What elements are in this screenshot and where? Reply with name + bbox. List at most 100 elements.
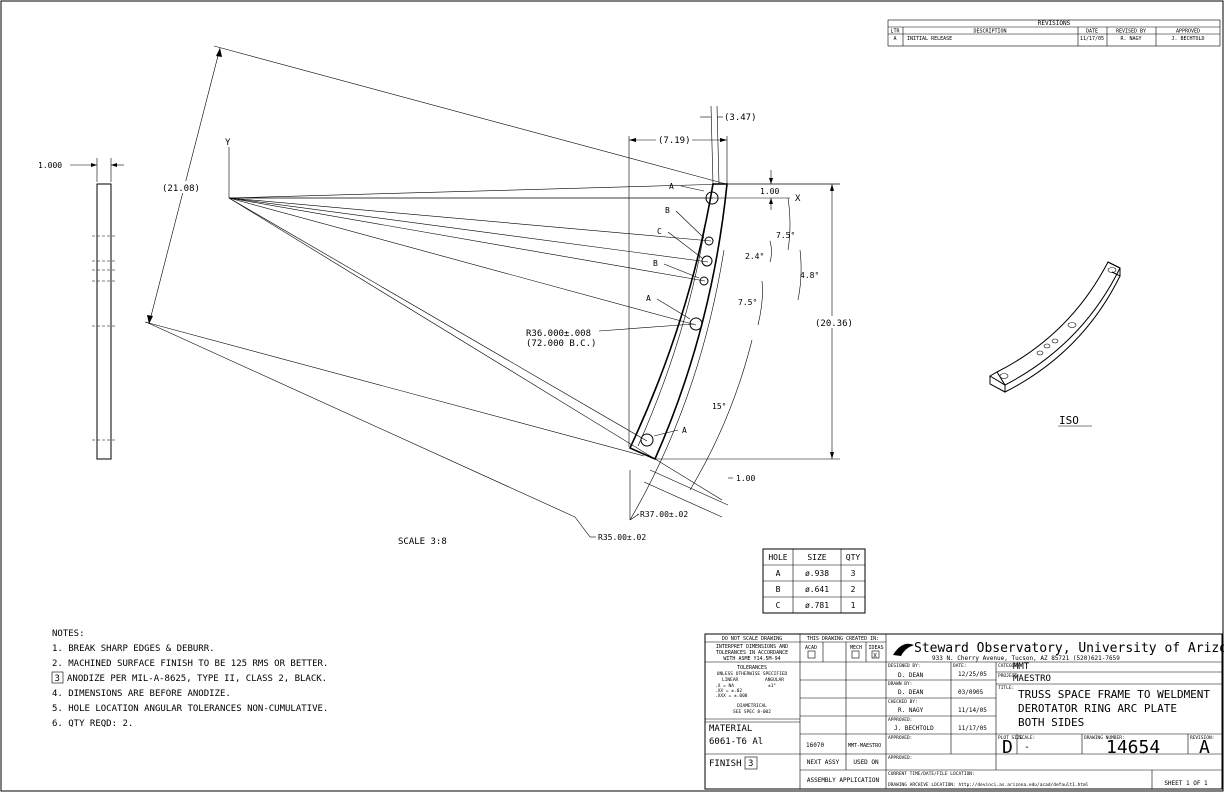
project-label: PROJECT: — [998, 673, 1020, 679]
designed-by-label: DESIGNED BY: — [888, 663, 921, 669]
drawing-number: 14654 — [1106, 737, 1160, 758]
tolerances-unless: UNLESS OTHERWISE SPECIFIED — [717, 671, 788, 677]
dim-7-19: (7.19) — [658, 136, 691, 146]
rev-header-revised-by: REVISED BY — [1116, 29, 1146, 35]
dim-r36: R36.000±.008 — [526, 329, 591, 339]
observatory-logo-icon — [893, 643, 914, 656]
hole-label-b-2: B — [653, 259, 658, 268]
scale-label: SCALE: — [1019, 735, 1035, 741]
sw-acad: ACAD — [805, 645, 817, 651]
interpret-text: INTERPRET DIMENSIONS AND — [716, 644, 788, 650]
hole-label-a-1: A — [669, 182, 674, 191]
tolerances-linear: LINEAR — [722, 677, 739, 683]
note-flag-number: 3 — [55, 674, 60, 684]
notes: NOTES: 1. BREAK SHARP EDGES & DEBURR. 2.… — [51, 629, 328, 729]
scale-note: SCALE 3:8 — [398, 537, 447, 547]
used-on-value: MMT-MAESTRO — [848, 743, 881, 749]
hole-table: HOLE SIZE QTY A ø.938 3 B ø.641 2 C ø.78… — [762, 548, 866, 614]
notes-title: NOTES: — [52, 629, 85, 639]
note-item: 5. HOLE LOCATION ANGULAR TOLERANCES NON-… — [52, 704, 328, 714]
tolerance-value: .XXX = ±.008 — [715, 693, 748, 699]
hole-table-header-hole: HOLE — [768, 553, 787, 562]
used-on-label: USED ON — [853, 759, 879, 766]
hole-table-header-qty: QTY — [846, 553, 861, 562]
approved-label-3: APPROVED: — [888, 755, 912, 761]
finish-flag-number: 3 — [748, 759, 753, 769]
scale: - — [1024, 742, 1030, 753]
title-label: TITLE: — [998, 685, 1014, 691]
note-item: 1. BREAK SHARP EDGES & DEBURR. — [52, 644, 215, 654]
rev-header-description: DESCRIPTION — [973, 29, 1006, 35]
hole-table-cell: 1 — [851, 601, 856, 610]
dim-angle-4-8: 4.8° — [800, 271, 819, 280]
plot-size-label: PLOT SIZE — [998, 735, 1023, 741]
mech-checkbox — [851, 650, 860, 659]
designed-date: 12/25/05 — [958, 671, 987, 678]
checked-by-label: CHECKED BY: — [888, 699, 918, 705]
note-item: 6. QTY REQD: 2. — [52, 719, 133, 729]
rev-row-ltr: A — [893, 36, 896, 42]
hole-table-header-size: SIZE — [807, 553, 826, 562]
axis-x-label: X — [795, 194, 801, 204]
sw-ideas: IDEAS — [868, 645, 883, 651]
rev-header-ltr: LTR — [890, 29, 900, 35]
next-assy-number: 16070 — [806, 742, 824, 749]
archive-location: DRAWING ARCHIVE LOCATION: http://devinci… — [888, 782, 1089, 788]
note-item: ANODIZE PER MIL-A-8625, TYPE II, CLASS 2… — [67, 674, 327, 684]
sheet-number: SHEET 1 OF 1 — [1164, 780, 1208, 787]
company-address: 933 N. Cherry Avenue, Tucson, AZ 85721 (… — [932, 655, 1120, 662]
hole-label-c: C — [657, 227, 662, 236]
tolerance-value: .XX = ±.02 — [715, 688, 742, 694]
approved-by: J. BECHTOLD — [894, 725, 934, 732]
see-spec: SEE SPEC 8-002 — [733, 709, 771, 715]
dim-angle-2-4: 2.4° — [745, 252, 764, 261]
dim-20-36: (20.36) — [815, 319, 853, 329]
iso-view: ISO — [989, 261, 1121, 427]
hole-table-cell: ø.781 — [805, 601, 829, 610]
dim-r35: R35.00±.02 — [598, 533, 646, 542]
hole-label-b-1: B — [665, 206, 670, 215]
axis-y-label: Y — [225, 138, 231, 148]
designed-by: D. DEAN — [898, 672, 924, 679]
drawn-by-label: DRAWN BY: — [888, 681, 912, 687]
hole-label-a-3: A — [682, 426, 687, 435]
rev-row-revised-by: R. NAGY — [1120, 36, 1141, 42]
hole-label-a-2: A — [646, 294, 651, 303]
project: MAESTRO — [1013, 674, 1051, 684]
created-in: THIS DRAWING CREATED IN: — [807, 636, 879, 642]
approved-label: APPROVED: — [888, 717, 912, 723]
dim-angle-7-5-a: 7.5° — [776, 231, 795, 240]
hole-c — [701, 255, 713, 267]
dim-1-00-bottom: 1.00 — [736, 474, 755, 483]
ideas-checkbox — [871, 650, 880, 659]
interpret-text: WITH ASME Y14.5M-94 — [723, 656, 780, 662]
drawn-date: 03/0905 — [958, 689, 984, 696]
date-label: DATE: — [953, 663, 967, 669]
dim-angle-15: 15° — [712, 402, 726, 411]
diametrical: DIAMETRICAL — [737, 703, 767, 709]
interpret-text: TOLERANCES IN ACCORDANCE — [716, 650, 788, 656]
current-time-label: CURRENT TIME/DATE/FILE LOCATION: — [888, 771, 975, 777]
approved-label-2: APPROVED: — [888, 735, 912, 741]
approved-date: 11/17/05 — [958, 725, 987, 732]
material-label: MATERIAL — [709, 724, 752, 734]
edge-view: 1.000 — [38, 158, 124, 460]
hole-table-cell: B — [776, 585, 781, 594]
iso-label: ISO — [1059, 414, 1079, 427]
tolerances-title: TOLERANCES — [737, 665, 767, 671]
acad-checkbox — [807, 650, 816, 659]
title-line-2: DEROTATOR RING ARC PLATE — [1018, 702, 1177, 715]
hole-a-1 — [705, 191, 719, 205]
sw-mech: MECH — [850, 645, 862, 651]
category: MMT — [1013, 662, 1030, 672]
finish-label: FINISH — [709, 759, 742, 769]
note-flag-box — [51, 671, 64, 684]
title-line-3: BOTH SIDES — [1018, 716, 1084, 729]
note-item: 4. DIMENSIONS ARE BEFORE ANODIZE. — [52, 689, 231, 699]
title-line-1: TRUSS SPACE FRAME TO WELDMENT — [1018, 688, 1210, 701]
rev-row-date: 11/17/05 — [1080, 36, 1104, 42]
assembly-application: ASSEMBLY APPLICATION — [807, 777, 880, 784]
hole-table-cell: 2 — [851, 585, 856, 594]
plot-size: D — [1002, 737, 1013, 758]
